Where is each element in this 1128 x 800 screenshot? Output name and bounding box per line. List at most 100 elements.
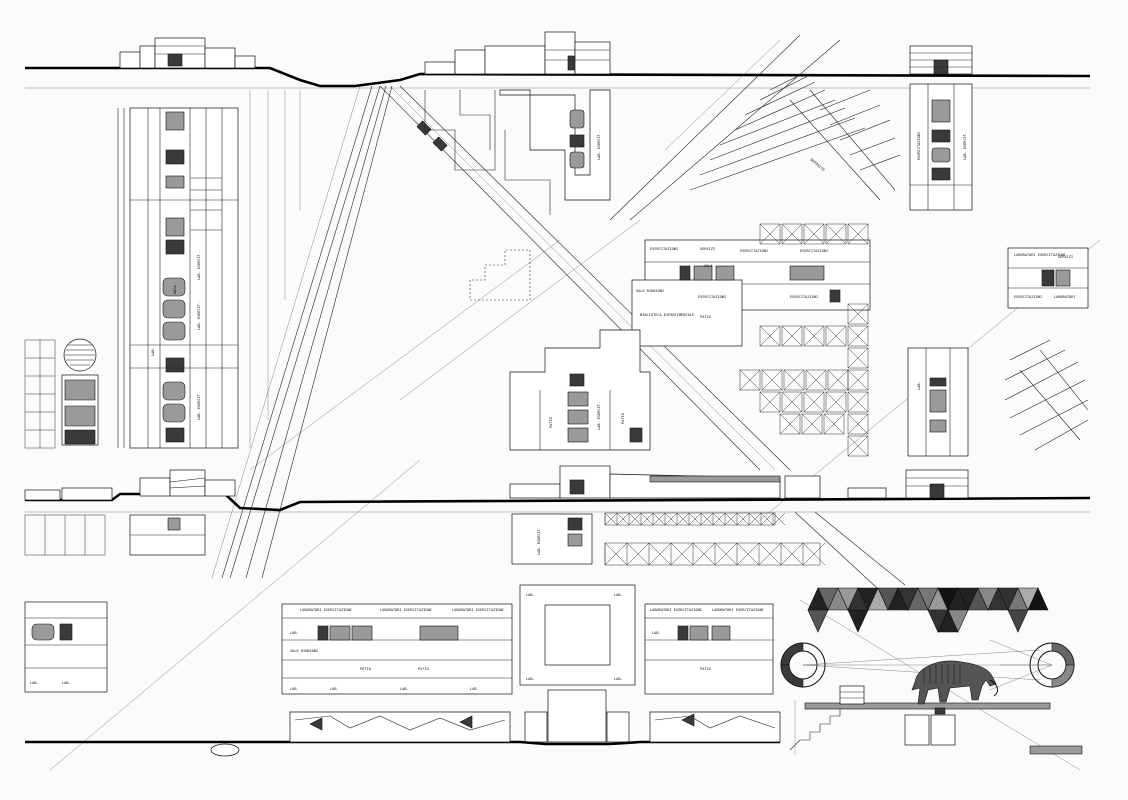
plan-top-right-combs: DEPOSITO — [689, 74, 901, 201]
lattice-cell — [803, 223, 825, 245]
lattice-cell — [847, 413, 869, 435]
plan-lower-left-fragment — [24, 514, 206, 556]
label-lab-br: LAB. — [652, 631, 661, 635]
label-lab-eserc-br2: LABORATORI ESERCITAZIONI — [712, 608, 764, 612]
lattice-cell — [805, 369, 827, 391]
diagonal-axes — [49, 34, 1101, 771]
label-lab-eserc-b1: LABORATORI ESERCITAZIONI — [300, 608, 352, 612]
label-lab-eserc-tower: LAB. ESERCIT. — [963, 132, 967, 160]
plan-right-combs-2 — [1004, 339, 1089, 451]
label-sale-riunioni: SALE RIUNIONI — [636, 289, 664, 293]
label-lab-eserc-b2: LABORATORI ESERCITAZIONI — [380, 608, 432, 612]
label-lab-court-4: LAB. — [614, 677, 623, 681]
cross-section-museum — [780, 587, 1083, 755]
lattice-cell — [759, 391, 781, 413]
label-eserc-c5: ESERCITAZIONI — [790, 295, 818, 299]
lattice-cell — [761, 369, 783, 391]
label-lab-court-3: LAB. — [526, 677, 535, 681]
label-patio-lower-2: PATIO — [621, 413, 625, 424]
label-lab-b4: LAB. — [400, 687, 409, 691]
zigzag-roof-truss — [807, 587, 1049, 633]
roof-panel — [1027, 587, 1049, 611]
plan-central-courtyard: LAB. LAB. LAB. LAB. — [519, 584, 636, 743]
plan-top-center-block: LAB. ESERCIT. — [424, 89, 611, 215]
lattice-cell — [847, 303, 869, 325]
label-lab-court-2: LAB. — [614, 593, 623, 597]
label-lab-eserc-br1: LABORATORI ESERCITAZIONI — [650, 608, 702, 612]
lattice-cell — [825, 391, 847, 413]
lattice-cell — [783, 369, 805, 391]
elevation-block-left — [119, 37, 256, 69]
label-biblioteca: BIBLIOTECA DIPARTIMENTALE — [640, 313, 694, 317]
mid-elev-left — [24, 469, 236, 501]
label-lab-eserc-lower: LAB. ESERCIT. — [597, 402, 601, 430]
label-patio-b1: PATIO — [360, 667, 371, 671]
label-lab-1: LAB. — [151, 347, 155, 356]
plan-right-mid-tower: LAB. — [907, 347, 969, 457]
lattice-cell — [781, 325, 803, 347]
roof-panel — [937, 609, 959, 633]
label-lab-court-1: LAB. — [526, 593, 535, 597]
label-lab-right-tower: LAB. — [917, 381, 921, 390]
ribbon-strip — [604, 542, 821, 566]
label-aula-1: AULA — [173, 285, 177, 294]
label-eserc-c4: ESERCITAZIONI — [698, 295, 726, 299]
label-lab-b1: LAB. — [290, 631, 299, 635]
label-aula-c: AULA — [704, 264, 713, 268]
label-sale-riunioni-b: SALE RIUNIONI — [290, 649, 318, 653]
plan-left-amphitheatre — [24, 338, 99, 449]
plan-left-long-block: LAB. ESERCIT. LAB. ESERCIT. LAB. ESERCIT… — [117, 90, 301, 449]
label-lab-eserc-stub: LAB. ESERCIT. — [537, 527, 541, 555]
plan-lattice-grid — [739, 223, 869, 457]
lattice-cell — [803, 391, 825, 413]
label-servizi-c1: SERVIZI — [700, 247, 715, 251]
lattice-cell — [847, 391, 869, 413]
roof-panel — [1007, 609, 1029, 633]
label-lab-eserc-top: LAB. ESERCIT. — [597, 132, 601, 160]
lattice-cell — [781, 391, 803, 413]
elevation-block-right — [909, 45, 973, 75]
label-patio-lower-1: PATIO — [549, 417, 553, 428]
lattice-cell — [825, 223, 847, 245]
bottom-section-elevation — [25, 711, 781, 757]
elevation-block-center — [424, 31, 611, 75]
lattice-cell — [827, 369, 849, 391]
plan-bottom-main-complex: LABORATORI ESERCITAZIONI LABORATORI ESER… — [281, 603, 513, 695]
label-lab-eserc-1: LAB. ESERCIT. — [197, 252, 201, 280]
lattice-cell — [825, 325, 847, 347]
label-eserc-c2: ESERCITAZIONI — [740, 249, 768, 253]
label-lab-eserc-3: LAB. ESERCIT. — [197, 392, 201, 420]
mammoth-skeleton-icon — [911, 660, 998, 705]
label-servizi-right: SERVIZI — [1058, 255, 1073, 259]
mid-elev-right — [847, 469, 969, 499]
plan-bottom-left-wing: LAB. LAB. — [24, 601, 108, 693]
lattice-cell — [847, 223, 869, 245]
lattice-cell — [823, 413, 845, 435]
plan-top-right-tower: ESERCITAZIONI LAB. ESERCIT. — [909, 83, 973, 211]
label-eserc-c1: ESERCITAZIONI — [650, 247, 678, 251]
lattice-cell — [759, 223, 781, 245]
top-section-elevation — [25, 31, 1091, 89]
label-patio-c: PATIO — [700, 315, 711, 319]
label-laboratori-right: LABORATORI — [1054, 295, 1076, 299]
mid-elev-center — [509, 465, 821, 499]
plan-central-biblioteca: ESERCITAZIONI SERVIZI ESERCITAZIONI ESER… — [631, 239, 871, 347]
lattice-cell — [847, 325, 869, 347]
plan-far-right-block: LABORATORI ESERCITAZIONI SERVIZI ESERCIT… — [1007, 247, 1089, 309]
lattice-cell — [801, 413, 823, 435]
label-eserc-tower: ESERCITAZIONI — [917, 132, 921, 160]
label-eserc-right: ESERCITAZIONI — [1014, 295, 1042, 299]
label-eserc-c3: ESERCITAZIONI — [800, 249, 828, 253]
label-lab-eserc-2: LAB. ESERCIT. — [197, 302, 201, 330]
label-patio-b2: PATIO — [418, 667, 429, 671]
lattice-cell — [847, 347, 869, 369]
lattice-cell — [759, 325, 781, 347]
roof-panel — [807, 609, 829, 633]
lattice-cell — [779, 413, 801, 435]
label-lab-bl-2: LAB. — [62, 681, 71, 685]
label-lab-b2: LAB. — [290, 687, 299, 691]
label-lab-bl-1: LAB. — [30, 681, 39, 685]
label-laboratori-eserc-right: LABORATORI ESERCITAZIONI — [1014, 253, 1066, 257]
